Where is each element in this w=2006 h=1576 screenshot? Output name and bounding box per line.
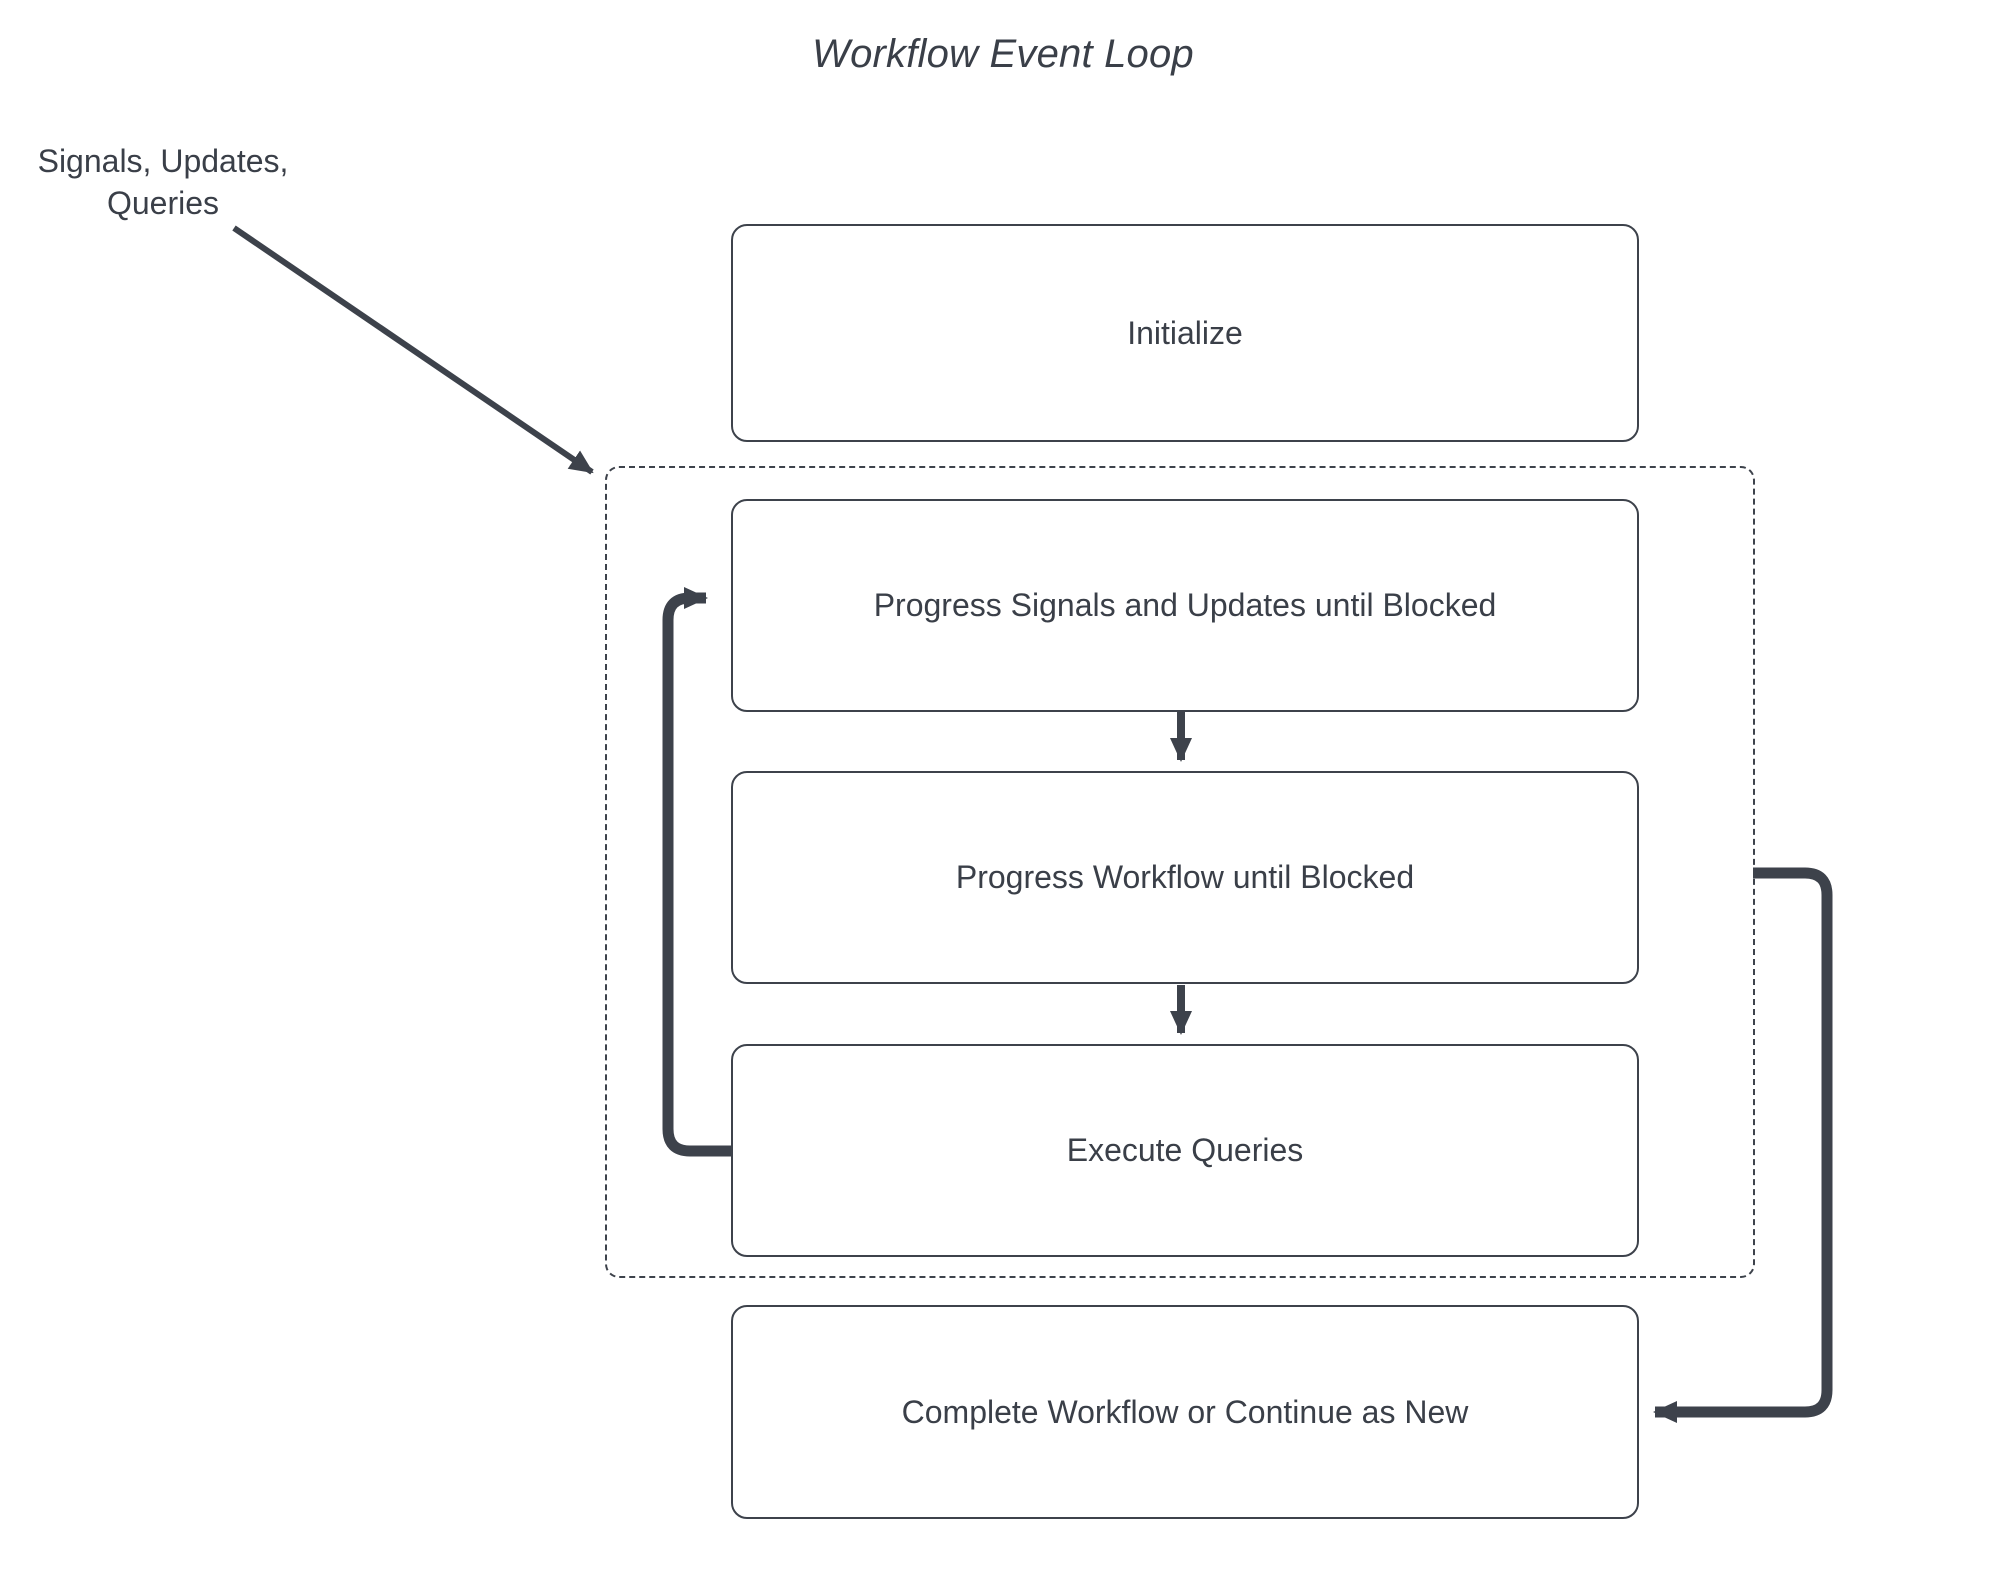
edge-signals-to-loop	[232, 225, 594, 475]
node-progress-workflow[interactable]: Progress Workflow until Blocked	[731, 771, 1639, 984]
external-input-label: Signals, Updates, Queries	[37, 143, 289, 221]
node-execute-queries-label: Execute Queries	[1066, 1132, 1304, 1168]
node-complete-workflow[interactable]: Complete Workflow or Continue as New	[731, 1305, 1639, 1519]
node-progress-signals-updates-label: Progress Signals and Updates until Block…	[873, 587, 1497, 623]
node-initialize-label: Initialize	[1127, 314, 1243, 351]
diagram-title: Workflow Event Loop	[812, 32, 1194, 76]
node-progress-workflow-label: Progress Workflow until Blocked	[955, 859, 1415, 895]
node-execute-queries[interactable]: Execute Queries	[731, 1044, 1639, 1257]
node-initialize[interactable]: Initialize	[731, 224, 1639, 442]
event-loop-group	[605, 466, 1755, 1278]
node-complete-workflow-label: Complete Workflow or Continue as New	[901, 1393, 1469, 1430]
node-progress-signals-updates[interactable]: Progress Signals and Updates until Block…	[731, 499, 1639, 712]
